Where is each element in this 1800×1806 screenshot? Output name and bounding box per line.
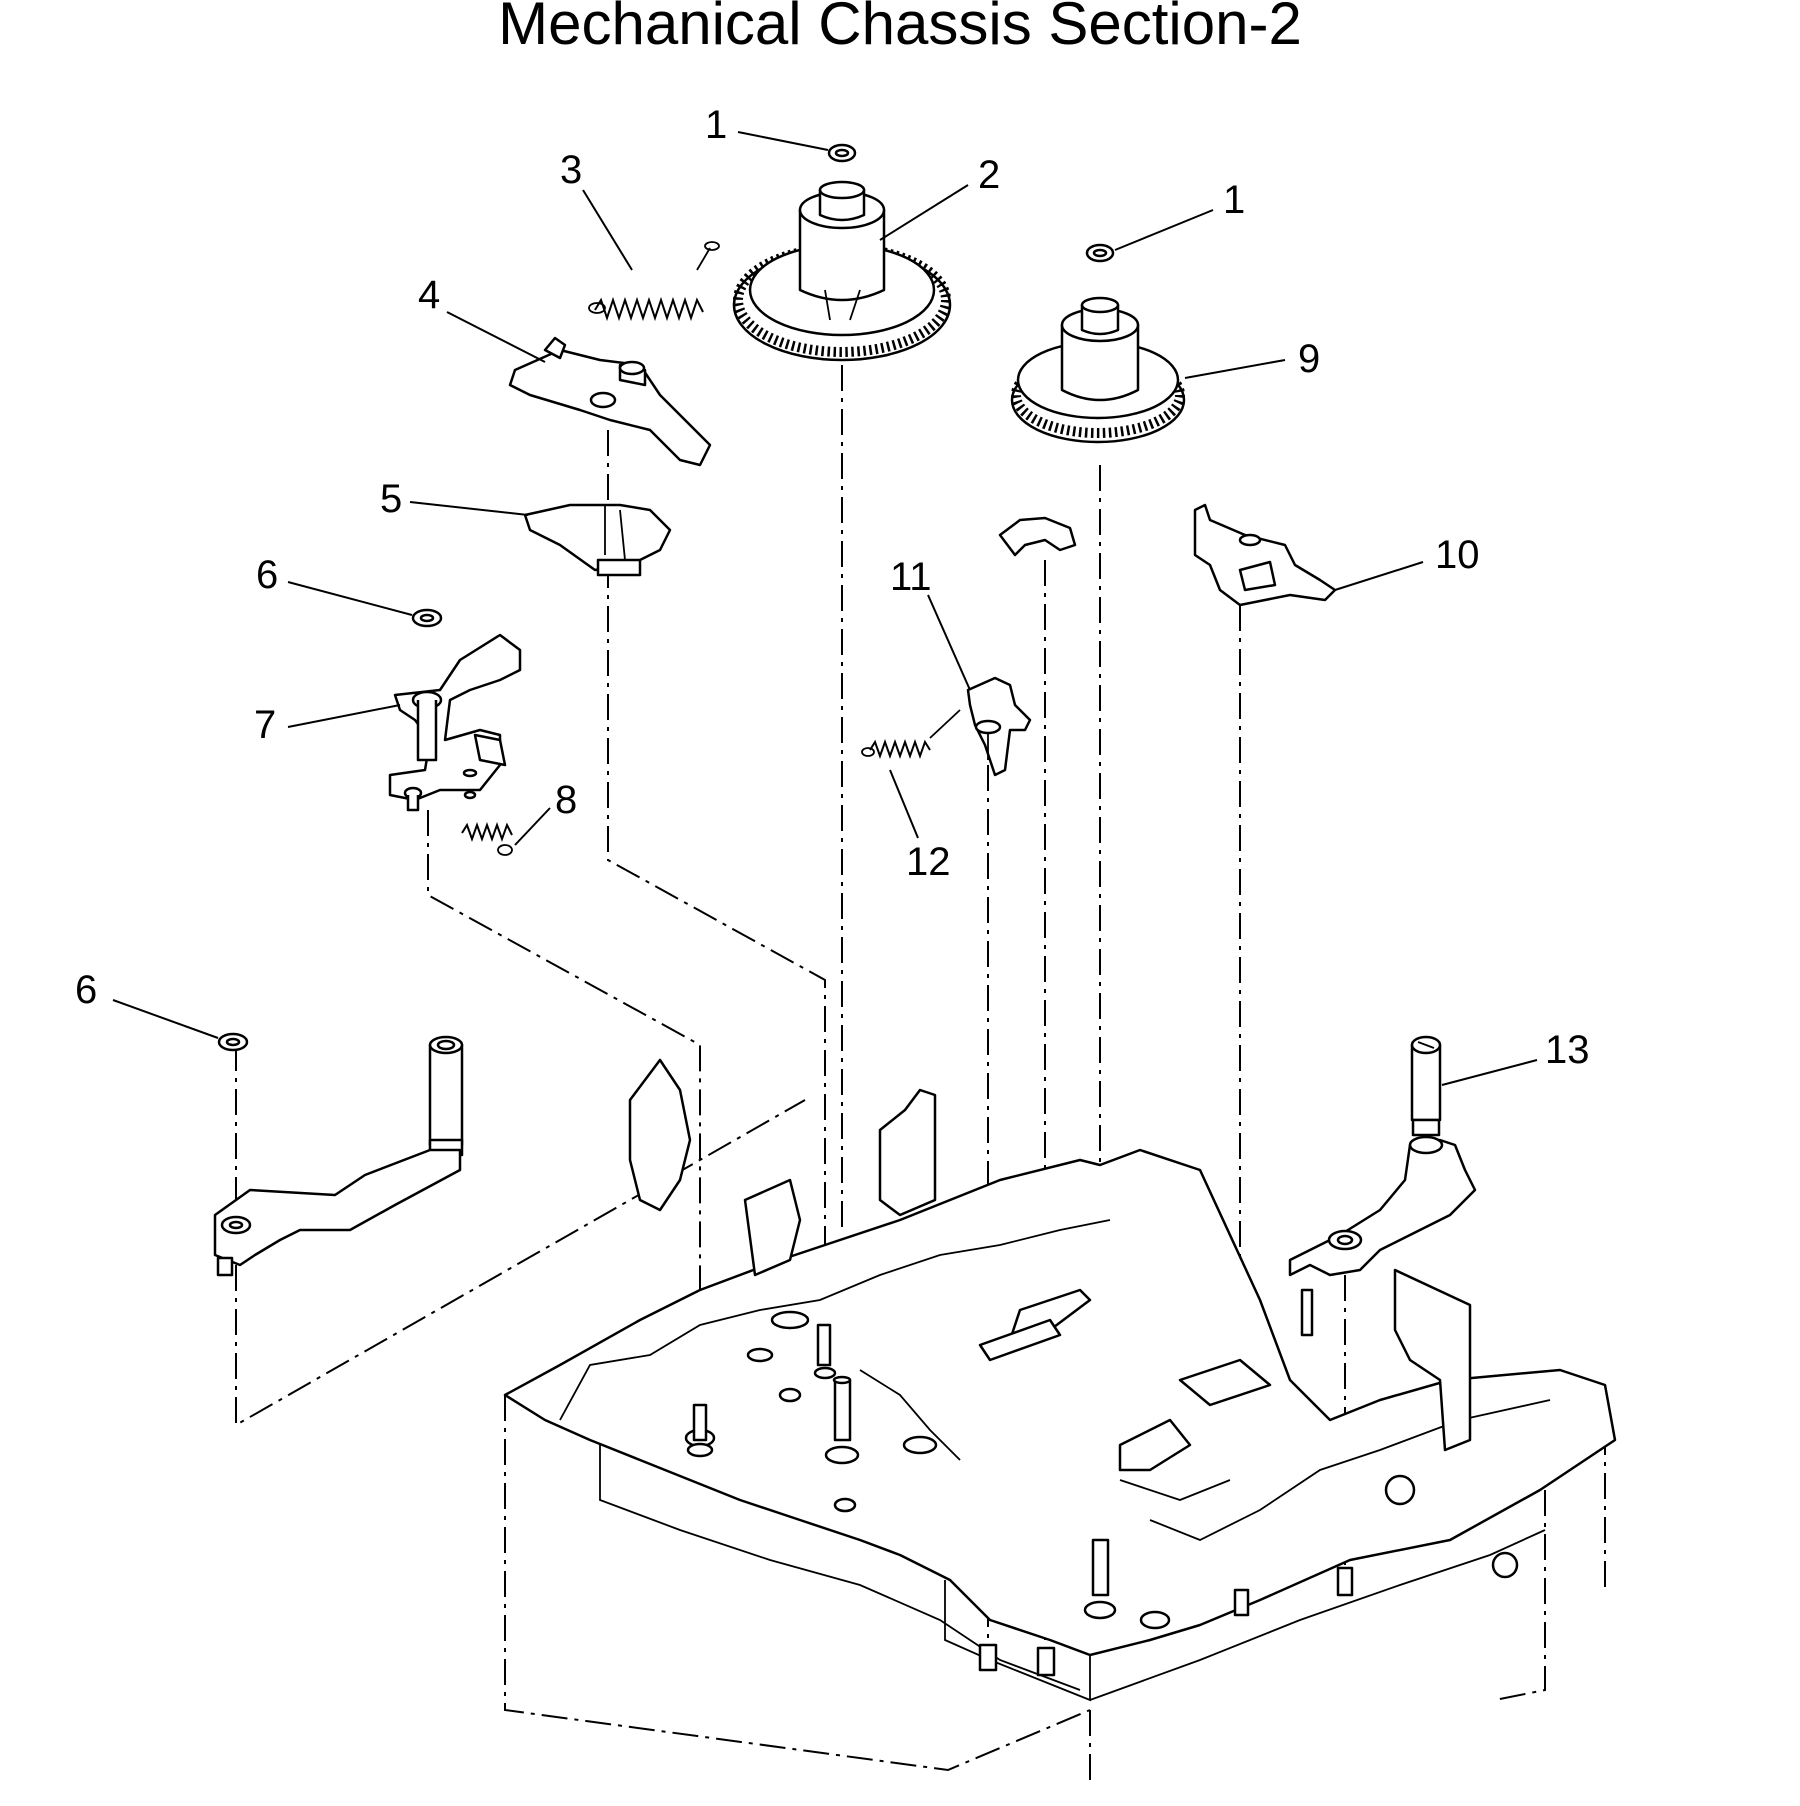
callout-1-upper: 1 <box>705 103 727 147</box>
part-12-spring <box>861 709 961 759</box>
part-10-bracket <box>1193 503 1337 607</box>
part-3-spring <box>588 241 720 322</box>
part-4-lever <box>508 336 712 467</box>
left-arm-assembly <box>213 1035 464 1277</box>
callout-1-right: 1 <box>1223 178 1245 222</box>
part-6-washer-lower <box>217 1032 249 1052</box>
diagram-title: Mechanical Chassis Section-2 <box>498 0 1302 57</box>
callout-13: 13 <box>1545 1028 1590 1072</box>
part-5-plate <box>523 503 672 577</box>
callout-11: 11 <box>890 555 932 599</box>
part-7-bracket <box>388 633 522 812</box>
callout-12: 12 <box>906 840 951 884</box>
callout-10: 10 <box>1435 533 1480 577</box>
callout-6-lower: 6 <box>75 968 97 1012</box>
c-ring-part <box>998 516 1077 557</box>
callout-8: 8 <box>555 778 577 822</box>
part-2-large-gear <box>732 180 952 362</box>
callout-numbers: 1 2 3 4 5 6 7 8 1 9 10 11 12 6 13 <box>75 103 1590 1072</box>
part-9-gear <box>1010 296 1186 444</box>
callout-4: 4 <box>418 273 440 317</box>
leader-lines <box>112 131 1538 1086</box>
callout-3: 3 <box>560 148 582 192</box>
part-8-spring <box>461 822 513 856</box>
callout-7: 7 <box>254 703 276 747</box>
callout-5: 5 <box>380 477 402 521</box>
part-13-post-arm <box>1288 1035 1477 1337</box>
part-11-bracket <box>966 676 1032 777</box>
part-1-washer-right <box>1085 243 1115 263</box>
callout-6-upper: 6 <box>256 553 278 597</box>
chassis-base <box>503 1058 1617 1702</box>
callout-9: 9 <box>1298 337 1320 381</box>
callout-2: 2 <box>978 153 1000 197</box>
part-1-washer-upper <box>827 143 857 163</box>
part-6-washer-mid <box>411 608 443 628</box>
